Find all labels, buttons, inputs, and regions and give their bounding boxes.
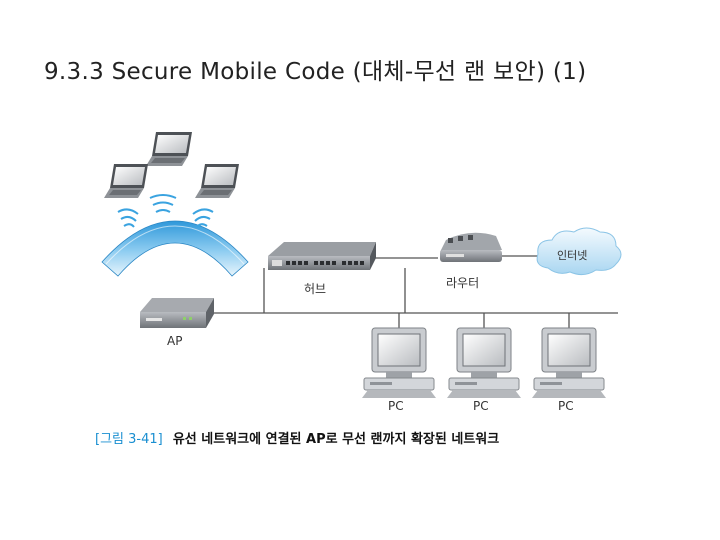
network-cables — [205, 255, 618, 334]
laptop-right — [195, 164, 239, 198]
router-label: 라우터 — [446, 276, 479, 290]
pc-3 — [532, 327, 606, 398]
laptop-left — [104, 164, 148, 198]
signal-waves — [117, 194, 214, 228]
wireless-signal-arc — [101, 220, 249, 277]
figure-caption-number: [그림 3-41] — [95, 432, 163, 447]
slide-title: 9.3.3 Secure Mobile Code (대체-무선 랜 보안) (1… — [44, 59, 587, 85]
internet-label: 인터넷 — [557, 249, 587, 262]
pc-3-label: PC — [558, 399, 574, 413]
hub-label: 허브 — [304, 282, 326, 296]
ap-label: AP — [167, 334, 182, 348]
pc-2 — [447, 327, 521, 398]
figure-caption-text: 유선 네트워크에 연결된 AP로 무선 랜까지 확장된 네트워크 — [173, 431, 499, 447]
internet-cloud — [536, 227, 622, 276]
pc-1 — [362, 327, 436, 398]
router-device — [440, 232, 502, 262]
figure-caption: [그림 3-41] 유선 네트워크에 연결된 AP로 무선 랜까지 확장된 네트… — [95, 431, 499, 447]
pc-2-label: PC — [473, 399, 489, 413]
access-point-device — [140, 298, 214, 328]
hub-ports — [286, 261, 364, 265]
pc-1-label: PC — [388, 399, 404, 413]
hub-device — [268, 242, 376, 270]
laptop-top — [146, 132, 192, 166]
